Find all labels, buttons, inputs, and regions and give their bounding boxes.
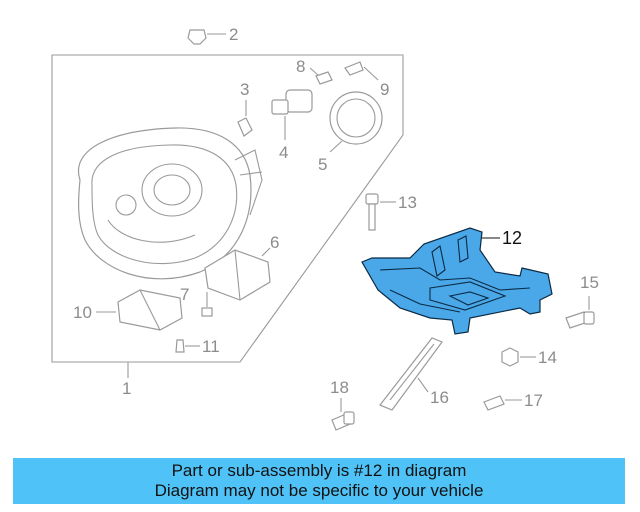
callout-13: 13 xyxy=(398,193,417,212)
callout-17: 17 xyxy=(524,391,543,410)
headlamp-housing xyxy=(77,127,263,280)
callout-10: 10 xyxy=(73,303,92,322)
part-16-trim-strip xyxy=(379,337,443,411)
parts-diagram: 2 3 4 5 8 9 6 7 xyxy=(51,25,599,431)
part-14-nut xyxy=(501,347,536,367)
info-banner: Part or sub-assembly is #12 in diagram D… xyxy=(13,458,625,504)
part-4-bulb-socket xyxy=(271,89,313,140)
part-6-module xyxy=(204,247,271,301)
part-7-bolt xyxy=(201,292,213,317)
callout-11: 11 xyxy=(202,337,220,356)
part-9-screw xyxy=(344,61,379,81)
part-5-cover xyxy=(329,91,383,153)
banner-line-2: Diagram may not be specific to your vehi… xyxy=(154,481,484,500)
part-18-bolt xyxy=(331,398,355,431)
part-15-bolt xyxy=(565,296,595,329)
part-12-bracket-highlighted xyxy=(361,227,553,335)
callout-5: 5 xyxy=(318,155,327,174)
callout-3: 3 xyxy=(240,80,249,99)
part-13-bolt xyxy=(365,193,396,231)
part-17-screw xyxy=(483,395,522,411)
headlamp-assembly-frame xyxy=(51,54,404,363)
callout-12: 12 xyxy=(502,228,522,248)
part-2-screw xyxy=(187,29,226,45)
part-3-bulb xyxy=(237,100,253,137)
callout-4: 4 xyxy=(279,143,288,162)
part-8-clip xyxy=(309,67,333,85)
callout-18: 18 xyxy=(330,378,349,397)
callout-14: 14 xyxy=(538,348,557,367)
part-10-ballast xyxy=(96,289,183,331)
part-11-screw xyxy=(175,339,200,353)
callout-1: 1 xyxy=(122,379,131,398)
callout-15: 15 xyxy=(580,273,599,292)
callout-7: 7 xyxy=(180,285,189,304)
banner-line-1: Part or sub-assembly is #12 in diagram xyxy=(171,461,467,480)
callout-16: 16 xyxy=(430,388,449,407)
callout-9: 9 xyxy=(380,80,389,99)
callout-6: 6 xyxy=(270,233,279,252)
callout-2: 2 xyxy=(229,25,238,44)
callout-8: 8 xyxy=(296,57,305,76)
